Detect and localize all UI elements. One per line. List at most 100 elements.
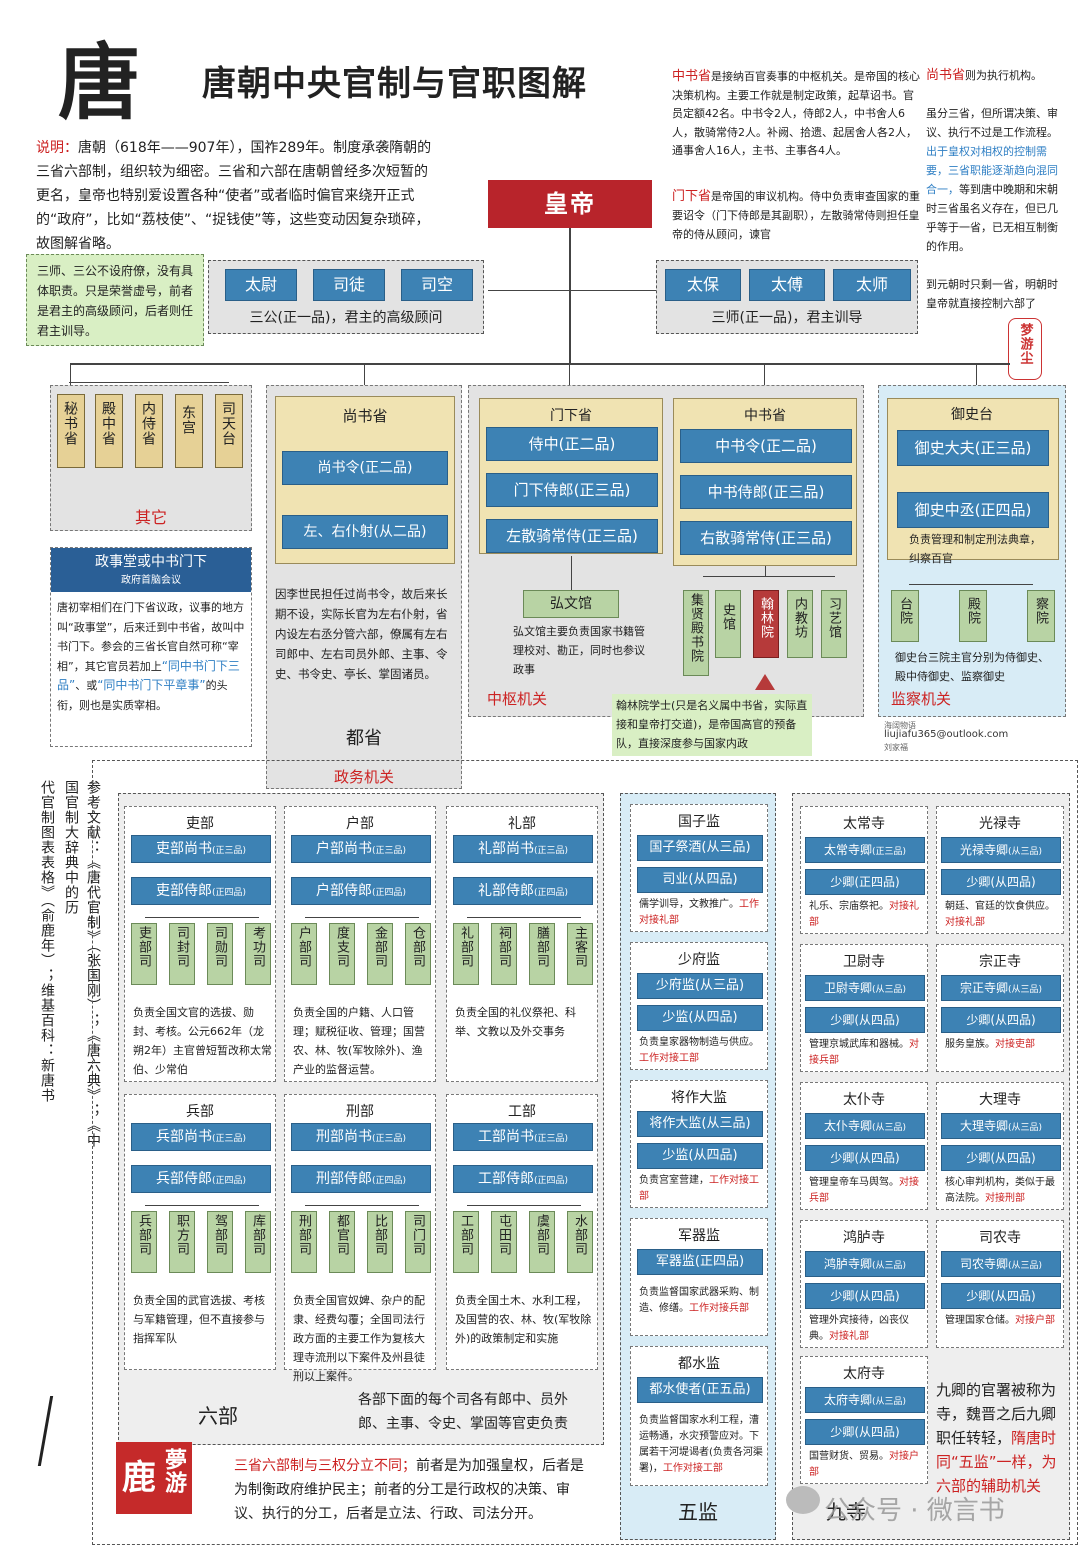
shangshu-group: 尚书省 尚书令(正二品) 左、右仆射(从二品) 因李世民担任过尚书令，故后来长期… [266,385,462,789]
si-desc: 朝廷、官廷的饮食供应。对接礼部 [945,901,1055,928]
si-desc: 管理外宾接待，凶丧仪典。对接礼部 [809,1315,909,1342]
yushi-inner [887,398,1059,560]
others-item: 内侍省 [135,394,163,468]
wujian-item: 军器监 军器监(正四品)负责监督国家武器采购、制造、修缮。工作对接兵部 [630,1218,768,1336]
jian-head: 少府监(从三品) [637,973,763,999]
dusheng-label: 都省 [346,728,382,749]
si-shaoqing: 少卿(正四品) [805,869,925,895]
jian-deputy: 少监(从四品) [637,1143,763,1169]
jian-deputy: 司业(从四品) [637,867,763,893]
sangong-group: 太尉 司徒 司空 三公(正一品)，君主的高级顾问 [208,260,484,334]
author-email: liujiafu365@outlook.com [884,729,1009,740]
dept-si: 吏部司 [131,923,157,985]
si-shaoqing: 少卿(从四品) [805,1007,925,1033]
dept-shilang: 工部侍郎(正四品) [453,1165,593,1193]
dept-shilang: 刑部侍郎(正四品) [291,1165,431,1193]
hongwenguan: 弘文馆 [523,590,619,618]
menxia-shizhong: 侍中(正二品) [486,427,658,461]
dept-si: 考功司 [245,923,271,985]
jian-desc: 儒学训导，文教推广。工作对接礼部 [639,899,759,926]
menxia-shilang: 门下侍郎(正三品) [486,473,658,507]
xiyiguan: 习艺馆 [821,590,847,658]
dept-si: 户部司 [291,923,317,985]
si-shaoqing: 少卿(从四品) [941,1283,1061,1309]
dept-si: 刑部司 [291,1211,317,1273]
si-name: 太府寺 [843,1366,885,1382]
author-tag: 海阔物语 [884,721,916,730]
note-zhongshu: 中书省是接纳百官奏事的中枢机关。是帝国的核心决策机构。主要工作就是制定政策，起草… [672,69,921,157]
dept-desc: 负责全国土木、水利工程，及国营的农、林、牧(军牧除外)的政策制定和实施 [455,1294,592,1345]
sanshi-caption: 三师(正一品)，君主训导 [711,310,863,326]
yushi-zhongcheng: 御史中丞(正四品) [897,492,1049,528]
others-item: 殿中省 [95,394,123,468]
jiancha-label: 监察机关 [891,690,952,708]
dept-shangshu: 礼部尚书(正三品) [453,835,593,863]
jiusi-item: 司农寺 司农寺卿(从三品) 少卿(从四品) 管理国家仓储。对接户部 [936,1220,1064,1348]
dept-si: 库部司 [245,1211,271,1273]
liubu-dept: 兵部 兵部尚书(正三品) 兵部侍郎(正四品) 兵部司职方司驾部司库部司 负责全国… [124,1094,276,1370]
sanshi-item: 太保 [665,269,741,301]
si-desc: 管理皇帝车马舆驾。对接兵部 [809,1177,919,1204]
dept-si: 职方司 [169,1211,195,1273]
si-desc: 管理京城武库和器械。对接兵部 [809,1039,919,1066]
si-name: 太常寺 [843,816,885,832]
wujian-item: 都水监 都水使者(正五品)负责监督国家水利工程，漕运畅通，水灾预警应对。下属若干… [630,1346,768,1486]
shangshu-ling: 尚书令(正二品) [282,451,448,485]
si-name: 鸿胪寺 [843,1230,885,1246]
sangong-caption: 三公(正一品)，君主的高级顾问 [249,310,443,326]
zhengwu-label: 政务机关 [333,768,394,786]
si-desc: 礼乐、宗庙祭祀。对接礼部 [809,901,919,928]
yushi-title-overlay: 御史台 [951,407,993,423]
dept-si: 金部司 [367,923,393,985]
zhongshu-label: 中枢机关 [487,690,548,708]
si-name: 光禄寺 [979,816,1021,832]
dept-si: 比部司 [367,1211,393,1273]
page-title: 唐朝中央官制与官职图解 [202,64,587,104]
si-qing: 宗正寺卿(从三品) [941,975,1061,1001]
dept-si: 司封司 [169,923,195,985]
dept-si: 祠部司 [491,923,517,985]
dept-si: 度支司 [329,923,355,985]
liubu-dept: 工部 工部尚书(正三品) 工部侍郎(正四品) 工部司屯田司虞部司水部司 负责全国… [446,1094,598,1370]
zhengshitang-panel: 政事堂或中书门下 政府首脑会议 唐初宰相们在门下省议政，议事的地方叫“政事堂”，… [50,547,252,747]
shangshu-title: 尚书省 [342,407,388,425]
dept-desc: 负责全国官奴婢、杂户的配隶、经费勾覆；全国司法行政方面的主要工作为复核大理寺流刑… [293,1294,425,1383]
big-calligraphy-char: 唐 [58,35,141,131]
jian-name: 少府监 [678,952,720,968]
jian-name: 军器监 [678,1228,720,1244]
sanshi-item: 太傅 [749,269,825,301]
others-item: 司天台 [215,394,243,468]
sangong-item: 司空 [401,269,473,301]
sanshi-group: 太保 太傅 太师 三师(正一品)，君主训导 [656,260,918,334]
note-menxia: 门下省是帝国的审议机构。侍中负责审查国家的重要诏令（门下侍郎是其副职），左散骑常… [672,189,921,241]
jiusi-item: 太仆寺 太仆寺卿(从三品) 少卿(从四品) 管理皇帝车马舆驾。对接兵部 [800,1082,928,1210]
dept-shangshu: 工部尚书(正三品) [453,1123,593,1151]
dept-shilang: 户部侍郎(正四品) [291,877,431,905]
si-shaoqing: 少卿(从四品) [805,1419,925,1445]
sangong-item: 司徒 [313,269,385,301]
si-name: 司农寺 [979,1230,1021,1246]
dept-si: 都官司 [329,1211,355,1273]
si-name: 太仆寺 [843,1092,885,1108]
si-qing: 卫尉寺卿(从三品) [805,975,925,1001]
liubu-note: 各部下面的每个司各有郎中、员外郎、主事、令史、掌固等官吏负责 [358,1392,568,1432]
jiusi-item: 太常寺 太常寺卿(正三品) 少卿(正四品) 礼乐、宗庙祭祀。对接礼部 [800,806,928,934]
si-qing: 大理寺卿(从三品) [941,1113,1061,1139]
si-shaoqing: 少卿(从四品) [941,1145,1061,1171]
menxia-panel: 门下省 侍中(正二品) 门下侍郎(正三品) 左散骑常侍(正三品) [479,398,663,554]
si-qing: 太府寺卿(从三品) [805,1387,925,1413]
bottom-note: 三省六部制与三权分立不同；前者是为加强皇权，后者是为制衡政府维护民主；前者的分工… [234,1458,584,1522]
wechat-icon [786,1486,820,1514]
others-group: 秘书省 殿中省 内侍省 东宫 司天台 其它 [50,382,252,531]
sanshi-item: 太师 [833,269,911,301]
zhengshitang-header: 政事堂或中书门下 政府首脑会议 [51,548,251,592]
dianyuan: 殿院 [959,590,987,642]
jian-head: 国子祭酒(从三品) [637,835,763,861]
dept-name: 礼部 [508,816,536,832]
dept-si: 膳部司 [529,923,555,985]
emperor-box: 皇帝 [488,180,652,228]
dept-si: 礼部司 [453,923,479,985]
jian-name: 将作大监 [671,1090,727,1106]
jixian-yuan: 集贤殿书院 [683,590,709,676]
zhongshu-shilang: 中书侍郎(正三品) [680,475,852,509]
